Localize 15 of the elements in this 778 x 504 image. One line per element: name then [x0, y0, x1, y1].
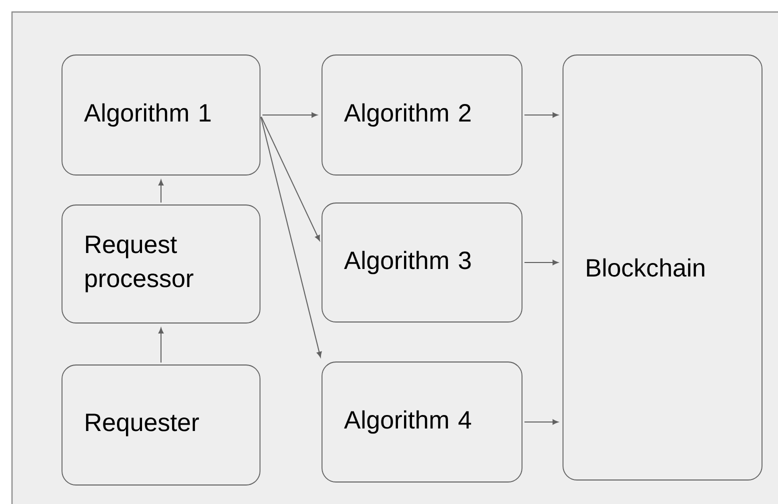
- arrow: [524, 419, 558, 425]
- process-box: Blockchain: [562, 54, 762, 480]
- arrow: [158, 180, 164, 204]
- arrow: [260, 116, 322, 358]
- arrow: [260, 116, 320, 241]
- process-box: Algorithm 3: [322, 202, 522, 322]
- process-box: Requester: [62, 364, 260, 486]
- arrow: [262, 112, 318, 118]
- arrow: [524, 260, 558, 266]
- process-box: Algorithm 2: [322, 54, 522, 176]
- process-box: Algorithm 4: [322, 362, 522, 482]
- arrow: [158, 328, 164, 364]
- arrow: [524, 112, 558, 118]
- process-box: Request processor: [62, 204, 260, 324]
- process-box: Algorithm 1: [62, 54, 260, 176]
